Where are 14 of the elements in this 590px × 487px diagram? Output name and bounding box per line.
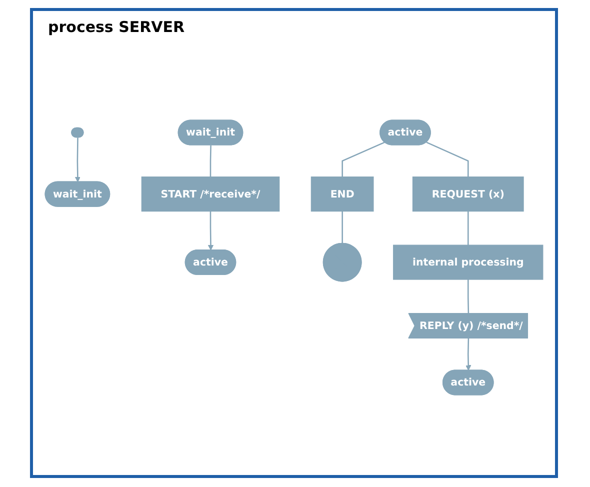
connector (342, 142, 385, 177)
arrow (466, 338, 472, 371)
arrow (74, 138, 80, 182)
node-box: internal processing (393, 244, 544, 280)
node-box: START /*receive*/ (141, 176, 280, 212)
connector (210, 145, 212, 177)
diagram-title: process SERVER (48, 18, 185, 36)
connector (342, 211, 343, 244)
node-box: END (310, 176, 374, 212)
connector (467, 211, 469, 246)
connector (426, 142, 469, 177)
arrow (208, 211, 214, 250)
node-box: REQUEST (x) (412, 176, 524, 212)
connector (467, 280, 470, 314)
